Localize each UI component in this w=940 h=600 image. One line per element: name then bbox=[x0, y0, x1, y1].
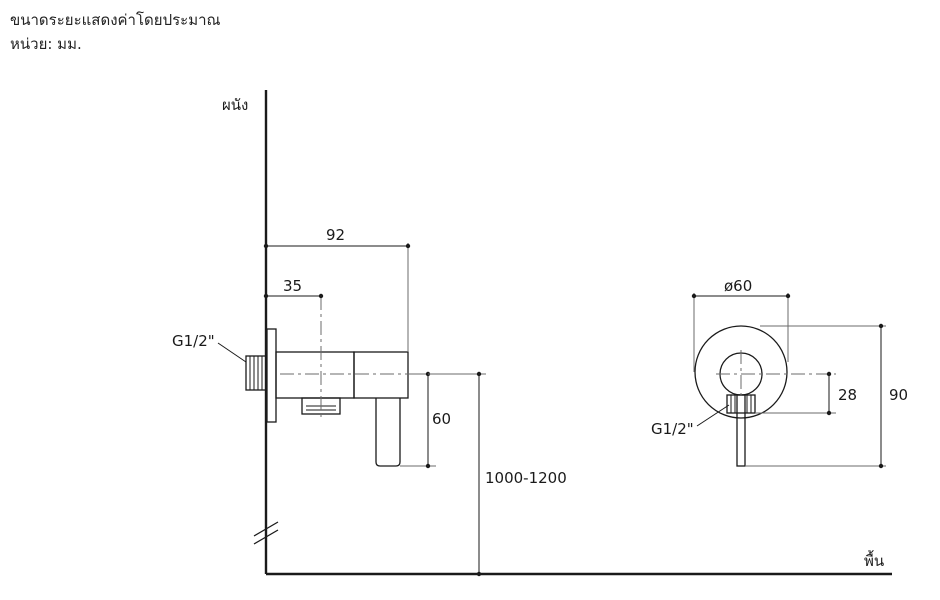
dim-28 bbox=[755, 371, 836, 416]
floor-label: พื้น bbox=[864, 550, 884, 570]
dim-install-height-label: 1000-1200 bbox=[485, 469, 567, 487]
thread-side-label: G1/2" bbox=[172, 332, 215, 350]
handle-head bbox=[353, 351, 409, 399]
thread-front-leader bbox=[696, 404, 730, 427]
dim-60 bbox=[400, 371, 436, 469]
wall-break-symbol bbox=[253, 521, 279, 545]
approx-dimensions-note: ขนาดระยะแสดงค่าโดยประมาณ bbox=[10, 11, 221, 29]
dim-install-height bbox=[428, 371, 486, 577]
dim-90 bbox=[745, 323, 886, 469]
thread-front-label: G1/2" bbox=[651, 420, 694, 438]
lever bbox=[375, 398, 401, 467]
drawing-note: ขนาดระยะแสดงค่าโดยประมาณ หน่วย: มม. bbox=[10, 8, 220, 56]
dim-92-label: 92 bbox=[326, 226, 345, 244]
cover-plate bbox=[694, 325, 788, 419]
dim-diameter bbox=[691, 293, 791, 372]
dim-diameter-label: ø60 bbox=[724, 277, 752, 295]
dim-28-label: 28 bbox=[838, 386, 857, 404]
side-view-valve bbox=[245, 296, 428, 467]
dim-90-label: 90 bbox=[889, 386, 908, 404]
flange-plate bbox=[266, 328, 277, 423]
inlet-thread bbox=[245, 355, 267, 391]
unit-note: หน่วย: มม. bbox=[10, 35, 82, 53]
dim-60-label: 60 bbox=[432, 410, 451, 428]
dim-35-label: 35 bbox=[283, 277, 302, 295]
dim-92 bbox=[263, 243, 411, 352]
front-lever bbox=[736, 394, 746, 467]
valve-body bbox=[275, 351, 355, 399]
dim-35 bbox=[263, 293, 324, 299]
front-view-valve bbox=[694, 325, 836, 467]
wall-label: ผนัง bbox=[222, 96, 248, 114]
thread-side-leader bbox=[217, 342, 247, 363]
